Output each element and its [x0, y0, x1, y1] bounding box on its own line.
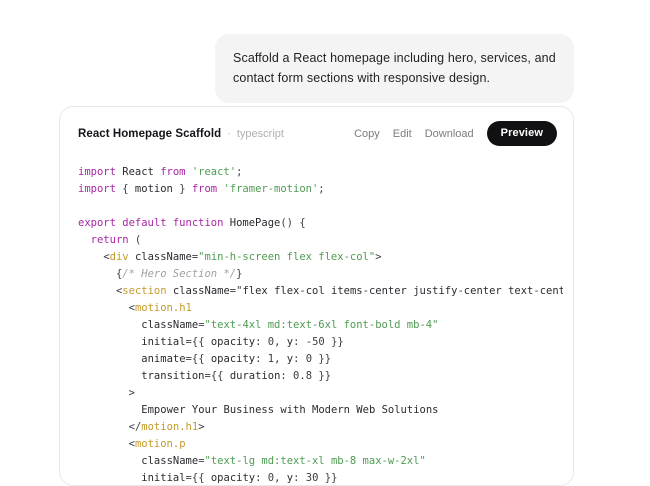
code-line: className="text-4xl md:text-6xl font-bol…: [141, 319, 439, 331]
card-header: React Homepage Scaffold · typescript Cop…: [60, 107, 573, 156]
artifact-title: React Homepage Scaffold: [78, 127, 222, 140]
artifact-language-label: typescript: [236, 127, 284, 140]
code-line: Empower Your Business with Modern Web So…: [141, 404, 439, 416]
screen: Scaffold a React homepage including hero…: [59, 34, 574, 486]
copy-button[interactable]: Copy: [354, 127, 380, 140]
code-line: <motion.p: [128, 438, 186, 450]
user-prompt-text: Scaffold a React homepage including hero…: [233, 51, 556, 85]
code-line: <div className="min-h-screen flex flex-c…: [103, 251, 382, 263]
code-line: <section className="flex flex-col items-…: [115, 285, 563, 297]
title-separator: ·: [227, 127, 231, 140]
code-line: export default function HomePage() {: [78, 217, 306, 229]
code-line: {/* Hero Section */}: [115, 268, 243, 280]
code-line: transition={{ duration: 0.8 }}: [141, 370, 332, 382]
code-line: import React from 'react';: [78, 166, 243, 178]
card-actions: Copy Edit Download Preview: [354, 121, 557, 146]
code-block: import React from 'react'; import { motio…: [60, 164, 573, 485]
code-line: >: [128, 387, 135, 399]
code-artifact-card: React Homepage Scaffold · typescript Cop…: [59, 106, 574, 486]
code-viewer[interactable]: import React from 'react'; import { motio…: [60, 156, 573, 485]
download-button[interactable]: Download: [424, 127, 474, 140]
code-line: animate={{ opacity: 1, y: 0 }}: [141, 353, 332, 365]
user-prompt-bubble: Scaffold a React homepage including hero…: [215, 34, 574, 103]
code-line: [78, 198, 563, 215]
edit-button[interactable]: Edit: [392, 127, 412, 140]
code-line: initial={{ opacity: 0, y: -50 }}: [141, 336, 344, 348]
preview-button[interactable]: Preview: [486, 121, 557, 146]
code-line: initial={{ opacity: 0, y: 30 }}: [141, 472, 338, 484]
code-line: className="text-lg md:text-xl mb-8 max-w…: [141, 455, 426, 467]
code-line: import { motion } from 'framer-motion';: [78, 183, 325, 195]
card-title-group: React Homepage Scaffold · typescript: [78, 128, 284, 140]
code-line: <motion.h1: [128, 302, 192, 314]
code-line: return (: [90, 234, 142, 246]
code-line: </motion.h1>: [128, 421, 205, 433]
